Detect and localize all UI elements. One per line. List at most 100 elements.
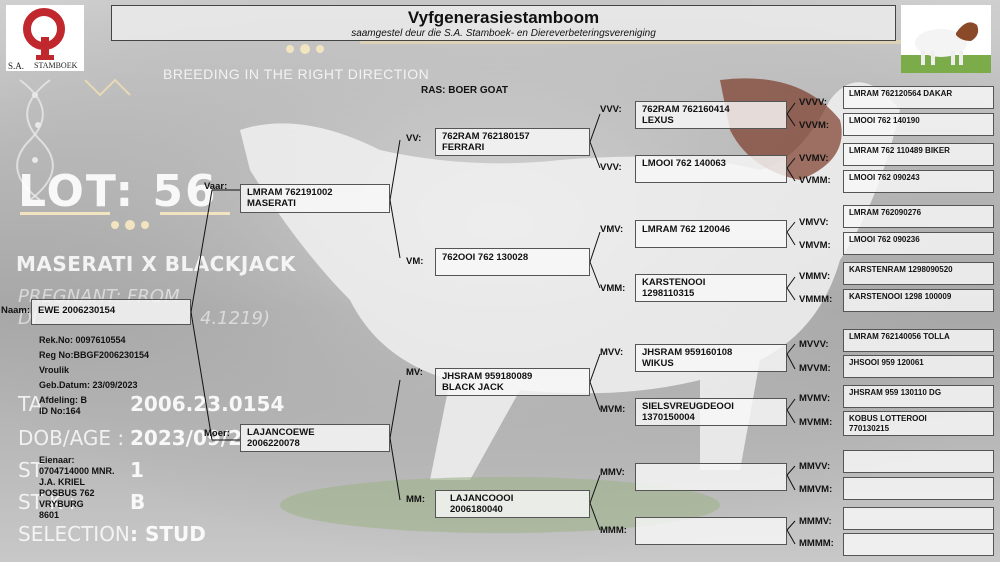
gen4-box[interactable]: LMOOI 762 090236 xyxy=(843,232,994,255)
box-line: JHSRAM 959 130110 DG xyxy=(849,388,942,397)
gen1-label: Moer: xyxy=(204,428,230,439)
owner-line: Eienaar: xyxy=(39,455,75,465)
gen4-box-empty[interactable] xyxy=(843,477,994,500)
animal-detail: Rek.No: 0097610554 xyxy=(39,335,126,345)
box-line: LMOOI 762 140190 xyxy=(849,116,920,125)
gen4-box[interactable]: LMOOI 762 140190 xyxy=(843,113,994,136)
gen4-label: VVVV: xyxy=(799,97,827,108)
box-line: KARSTENOOI xyxy=(642,277,706,288)
owner-block: Eienaar: 0704714000 MNR. J.A. KRIEL POSB… xyxy=(39,455,139,521)
animal-detail: Afdeling: B xyxy=(39,395,87,405)
box-line: JHSRAM 959180089 xyxy=(442,371,533,382)
gen3-box[interactable]: KARSTENOOI 1298110315 xyxy=(635,274,787,302)
gen2-box[interactable]: JHSRAM 959180089 BLACK JACK xyxy=(435,368,590,396)
owner-line: 0704714000 MNR. xyxy=(39,466,115,476)
box-line: 770130215 xyxy=(849,423,890,433)
animal-detail: Vroulik xyxy=(39,365,70,375)
logo-text: STAMBOEK xyxy=(34,61,78,70)
gen4-label: VVMV: xyxy=(799,153,829,164)
box-line: KARSTENRAM 1298090520 xyxy=(849,265,953,274)
box-line: LMRAM 762 120046 xyxy=(642,224,731,235)
box-line: SIELSVREUGDEOOI xyxy=(642,401,734,412)
box-line: BLACK JACK xyxy=(442,382,504,393)
gen4-box[interactable]: JHSOOI 959 120061 xyxy=(843,355,994,378)
gen4-box[interactable]: LMOOI 762 090243 xyxy=(843,170,994,193)
gen3-box[interactable]: LMOOI 762 140063 xyxy=(635,155,787,183)
bg-row-label: SELECTION xyxy=(18,522,130,546)
gen3-label: MVM: xyxy=(600,404,626,415)
gen3-label: VMM: xyxy=(600,283,626,294)
box-line: LMOOI 762 090236 xyxy=(849,235,920,244)
owner-line: POSBUS 762 xyxy=(39,488,95,498)
bg-row-value: : STUD xyxy=(130,522,206,546)
gen2-label: VM: xyxy=(406,256,424,267)
gen1-label: Vaar: xyxy=(204,181,228,192)
gen4-box[interactable]: LMRAM 762090276 xyxy=(843,205,994,228)
gen4-label: VMMM: xyxy=(799,294,833,305)
bg-row-label: ST xyxy=(18,458,43,482)
gen3-label: VMV: xyxy=(600,224,624,235)
gen2-box[interactable]: LAJANCOOOI 2006180040 xyxy=(435,490,590,518)
gen3-box[interactable]: JHSRAM 959160108 WIKUS xyxy=(635,344,787,372)
box-line: LMRAM 762191002 xyxy=(247,187,333,198)
breed-label: RAS: BOER GOAT xyxy=(421,85,509,96)
animal-detail: ID No:164 xyxy=(39,406,81,416)
box-line: WIKUS xyxy=(642,358,674,369)
gen4-label: MMMM: xyxy=(799,538,834,549)
sire-box[interactable]: LMRAM 762191002 MASERATI xyxy=(240,184,390,213)
gen4-box-empty[interactable] xyxy=(843,507,994,530)
gen3-box[interactable]: SIELSVREUGDEOOI 1370150004 xyxy=(635,398,787,426)
gen4-box[interactable]: JHSRAM 959 130110 DG xyxy=(843,385,994,408)
gen4-box-empty[interactable] xyxy=(843,450,994,473)
gen4-box-empty[interactable] xyxy=(843,533,994,556)
animal-name-box[interactable]: EWE 2006230154 xyxy=(31,299,191,325)
box-line: LMRAM 762 110489 BIKER xyxy=(849,146,950,155)
box-line: LMRAM 762090276 xyxy=(849,208,922,217)
box-line: MASERATI xyxy=(247,198,296,209)
gen3-box-empty[interactable] xyxy=(635,517,787,545)
box-line: 2006220078 xyxy=(247,438,300,449)
gen3-box[interactable]: LMRAM 762 120046 xyxy=(635,220,787,248)
gen2-box[interactable]: 762OOI 762 130028 xyxy=(435,248,590,276)
gen2-label: MV: xyxy=(406,367,423,378)
gen4-label: VMMV: xyxy=(799,271,831,282)
gen4-label: MVVM: xyxy=(799,363,831,374)
gen2-box[interactable]: 762RAM 762180157 FERRARI xyxy=(435,128,590,156)
box-line: FERRARI xyxy=(442,142,485,153)
lot-number: LOT: 56 xyxy=(18,166,218,217)
gen4-box[interactable]: KARSTENRAM 1298090520 xyxy=(843,262,994,285)
gen4-box[interactable]: LMRAM 762140056 TOLLA xyxy=(843,329,994,352)
box-line: LEXUS xyxy=(642,115,674,126)
gen4-box[interactable]: LMRAM 762 110489 BIKER xyxy=(843,143,994,166)
stamboek-logo: S.A. STAMBOEK xyxy=(6,5,84,71)
gen4-label: VVMM: xyxy=(799,175,831,186)
gen3-box[interactable]: 762RAM 762160414 LEXUS xyxy=(635,101,787,129)
tagline: BREEDING IN THE RIGHT DIRECTION xyxy=(163,66,430,82)
box-line: 1370150004 xyxy=(642,412,695,423)
gen4-label: MVVV: xyxy=(799,339,829,350)
owner-line: VRYBURG xyxy=(39,499,84,509)
gen4-box[interactable]: LMRAM 762120564 DAKAR xyxy=(843,86,994,109)
animal-detail: Geb.Datum: 23/09/2023 xyxy=(39,380,138,390)
gen4-label: VVVM: xyxy=(799,120,830,131)
gen3-label: MVV: xyxy=(600,347,624,358)
title-box: Vyfgenerasiestamboom saamgestel deur die… xyxy=(111,5,896,41)
gen2-label: MM: xyxy=(406,494,425,505)
gen3-label: VVV: xyxy=(600,104,622,115)
gen3-box-empty[interactable] xyxy=(635,463,787,491)
goat-photo xyxy=(901,5,991,73)
box-line: LMOOI 762 140063 xyxy=(642,158,726,169)
bg-row-value: 1 xyxy=(130,458,144,482)
owner-line: J.A. KRIEL xyxy=(39,477,86,487)
box-line: LAJANCOOOI xyxy=(450,493,514,504)
dam-box[interactable]: LAJANCOEWE 2006220078 xyxy=(240,424,390,452)
gen4-box[interactable]: KARSTENOOI 1298 100009 xyxy=(843,289,994,312)
stamboek-logo-icon xyxy=(23,8,65,60)
box-line: 2006180040 xyxy=(450,504,503,515)
box-line: JHSOOI 959 120061 xyxy=(849,358,924,367)
gen4-label: MVMM: xyxy=(799,417,833,428)
box-line: JHSRAM 959160108 xyxy=(642,347,733,358)
gen4-box[interactable]: KOBUS LOTTEROOI 770130215 xyxy=(843,411,994,436)
